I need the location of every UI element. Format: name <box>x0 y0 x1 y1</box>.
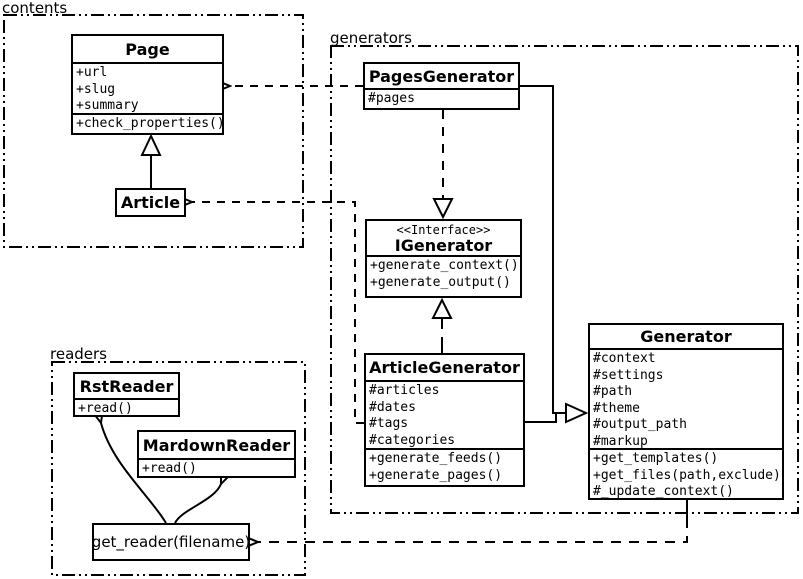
edge-article-extends-page <box>140 133 162 188</box>
package-generators-label: generators <box>330 29 412 47</box>
edge-articlegenerator-extends-generator <box>525 413 557 423</box>
package-contents-label: contents <box>2 0 68 17</box>
package-readers-border <box>51 361 306 576</box>
edge-pagesgenerator-extends-generator <box>520 85 589 424</box>
class-pagesgenerator-attributes: #pages <box>365 88 518 108</box>
class-article: Article <box>115 188 186 217</box>
class-page-attributes: +url +slug +summary <box>73 62 222 113</box>
class-generator-attributes: #context #settings #path #theme #output_… <box>590 348 782 448</box>
class-articlegenerator-title: ArticleGenerator <box>369 358 520 377</box>
class-igenerator-methods: +generate_context() +generate_output() <box>367 255 520 296</box>
package-generators-border <box>330 45 799 514</box>
edge-getreader-to-mardownreader <box>174 484 221 524</box>
class-rstreader-methods: +read() <box>75 398 178 415</box>
package-contents-border <box>3 14 304 248</box>
class-articlegenerator: ArticleGenerator #articles #dates #tags … <box>364 353 525 487</box>
class-rstreader-title: RstReader <box>79 376 174 396</box>
class-page: Page +url +slug +summary +check_properti… <box>71 34 224 135</box>
edge-generator-uses-getreader <box>258 500 688 542</box>
class-pagesgenerator: PagesGenerator #pages <box>363 62 520 110</box>
class-mardownreader-title: MardownReader <box>142 435 291 455</box>
class-page-title: Page <box>125 39 170 59</box>
class-generator-title: Generator <box>640 327 732 346</box>
edge-getreader-to-rstreader <box>101 423 167 524</box>
edge-pagesgenerator-implements-igenerator <box>432 110 454 220</box>
class-igenerator-stereotype: <<Interface>> <box>396 223 491 237</box>
class-articlegenerator-attributes: #articles #dates #tags #categories <box>366 380 523 448</box>
node-get-reader: get_reader(filename) <box>92 523 250 561</box>
class-generator: Generator #context #settings #path #them… <box>588 323 784 500</box>
class-page-methods: +check_properties() <box>73 113 222 133</box>
class-rstreader: RstReader +read() <box>73 372 180 417</box>
class-igenerator-title: IGenerator <box>394 236 493 255</box>
class-articlegenerator-methods: +generate_feeds() +generate_pages() <box>366 448 523 485</box>
class-igenerator: <<Interface>> IGenerator +generate_conte… <box>365 219 522 298</box>
edge-articlegenerator-uses-article <box>192 202 364 424</box>
class-mardownreader-methods: +read() <box>139 458 294 476</box>
edge-articlegenerator-implements-igenerator <box>431 297 453 353</box>
package-readers-label: readers <box>50 345 107 363</box>
class-pagesgenerator-title: PagesGenerator <box>368 66 515 86</box>
class-article-title: Article <box>120 193 181 212</box>
class-mardownreader: MardownReader +read() <box>137 430 296 478</box>
class-generator-methods: +get_templates() +get_files(path,exclude… <box>590 448 782 498</box>
